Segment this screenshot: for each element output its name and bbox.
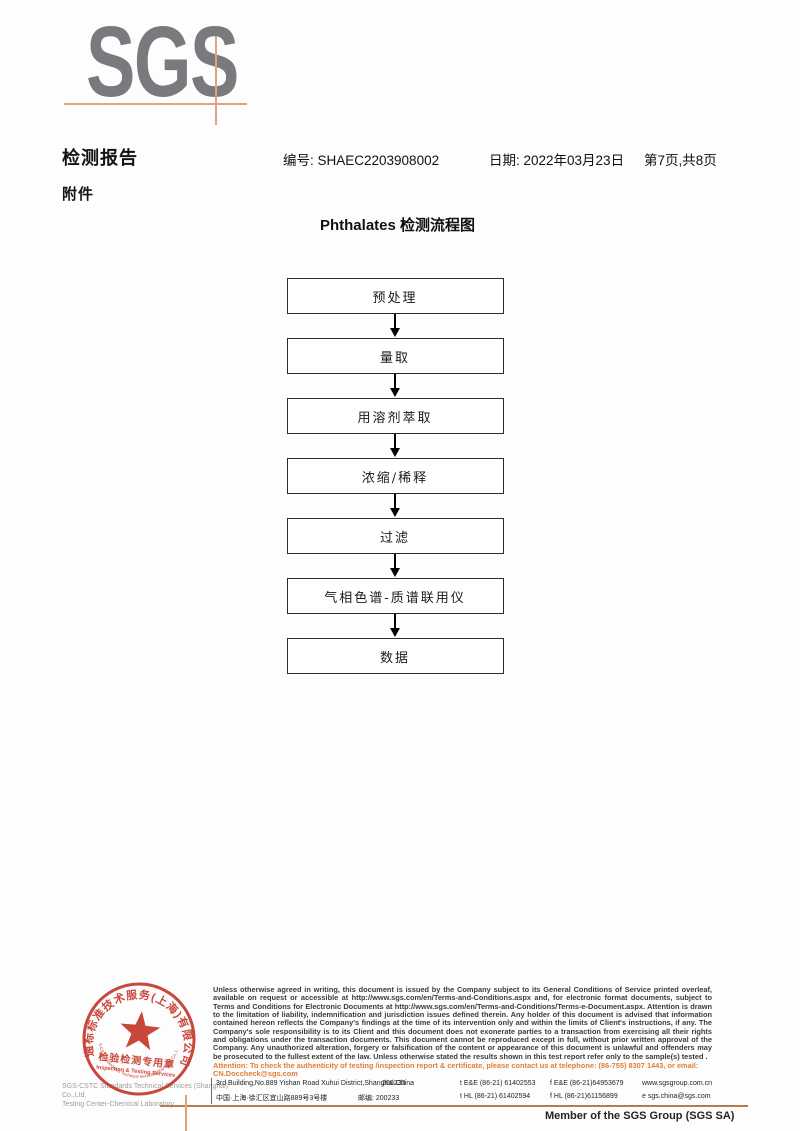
crop-mark-horizontal bbox=[64, 103, 247, 105]
fax-cn: f HL (86-21)61156899 bbox=[550, 1093, 618, 1100]
crop-mark-vertical bbox=[215, 36, 217, 125]
website-url: www.sgsgroup.com.cn bbox=[642, 1080, 713, 1087]
postcode-en: 200233 bbox=[382, 1080, 406, 1087]
red-seal-stamp: 通标标准技术服务(上海)有限公司 检验检测专用章 Inspection & Te… bbox=[72, 972, 200, 1096]
flow-arrow-down-icon bbox=[390, 494, 400, 518]
postcode-cn: 邮编: 200233 bbox=[358, 1095, 400, 1102]
flow-arrow-down-icon bbox=[390, 554, 400, 578]
address-en: 3rd Building,No.889 Yishan Road Xuhui Di… bbox=[216, 1080, 415, 1087]
flow-step-2: 用溶剂萃取 bbox=[286, 398, 504, 434]
company-name-line2: Testing Center-Chemical Laboratory. bbox=[62, 1101, 176, 1108]
flowchart-title: Phthalates 检测流程图 bbox=[319, 217, 476, 234]
report-number: 编号: SHAEC2203908002 bbox=[283, 153, 440, 168]
sgs-group-member-line: Member of the SGS Group (SGS SA) bbox=[545, 1110, 735, 1122]
fax-en: f E&E (86-21)64953679 bbox=[550, 1080, 624, 1087]
flowchart: 预处理量取用溶剂萃取浓缩/稀释过滤气相色谱-质谱联用仪数据 bbox=[286, 278, 504, 674]
address-cn: 中国·上海·徐汇区宜山路889号3号楼 bbox=[216, 1095, 328, 1102]
page-indicator: 第7页,共8页 bbox=[644, 153, 717, 168]
flow-step-6: 数据 bbox=[286, 638, 504, 674]
flow-step-1: 量取 bbox=[286, 338, 504, 374]
address-block: 3rd Building,No.889 Yishan Road Xuhui Di… bbox=[211, 1078, 712, 1104]
report-title: 检测报告 bbox=[62, 148, 138, 168]
telephone-cn: t HL (86-21) 61402594 bbox=[460, 1093, 531, 1100]
stamp-circle bbox=[82, 982, 196, 1096]
flow-step-3: 浓缩/稀释 bbox=[286, 458, 504, 494]
stamp-star-icon bbox=[120, 1011, 161, 1051]
footer-rule bbox=[160, 1105, 748, 1107]
footer-company-name: SGS-CSTC Standards Technical Services (S… bbox=[62, 1082, 242, 1109]
crop-mark-bottom bbox=[185, 1095, 187, 1131]
attention-notice: Attention: To check the authenticity of … bbox=[213, 1061, 699, 1079]
flow-step-5: 气相色谱-质谱联用仪 bbox=[286, 578, 504, 614]
address-row-en: 3rd Building,No.889 Yishan Road Xuhui Di… bbox=[212, 1078, 712, 1091]
email-address: e sgs.china@sgs.com bbox=[642, 1093, 711, 1100]
company-name-line1: SGS-CSTC Standards Technical Services (S… bbox=[62, 1083, 229, 1099]
flow-arrow-down-icon bbox=[390, 314, 400, 338]
flow-step-4: 过滤 bbox=[286, 518, 504, 554]
address-row-cn: 中国·上海·徐汇区宜山路889号3号楼 邮编: 200233 t HL (86-… bbox=[212, 1091, 712, 1104]
flow-arrow-down-icon bbox=[390, 614, 400, 638]
flow-arrow-down-icon bbox=[390, 374, 400, 398]
attachment-label: 附件 bbox=[62, 186, 95, 203]
telephone-en: t E&E (86-21) 61402553 bbox=[460, 1080, 536, 1087]
legal-disclaimer: Unless otherwise agreed in writing, this… bbox=[213, 985, 712, 1061]
flow-arrow-down-icon bbox=[390, 434, 400, 458]
sgs-logo: SGS bbox=[86, 6, 239, 118]
report-date: 日期: 2022年03月23日 bbox=[489, 153, 625, 168]
flow-step-0: 预处理 bbox=[286, 278, 504, 314]
